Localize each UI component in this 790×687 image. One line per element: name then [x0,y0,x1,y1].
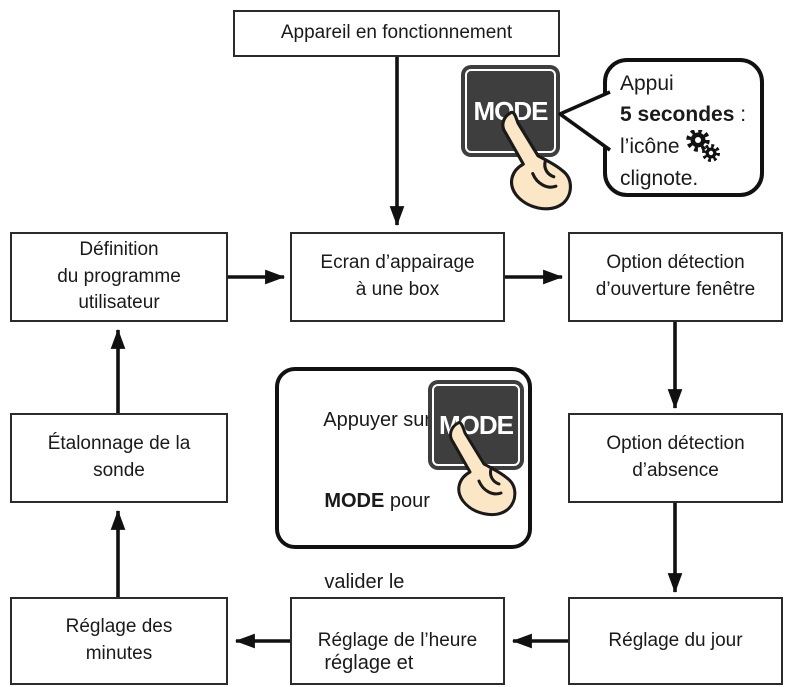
note-line-2: MODE pour [324,490,430,512]
node-label: Réglage du jour [608,629,743,651]
node-reglage-heure: Réglage de l’heure [290,597,505,685]
node-ecran-appairage-box: Ecran d’appairage à une box [290,232,505,322]
node-etalonnage-sonde: Étalonnage de la sonde [10,413,228,503]
node-label: Appareil en fonctionnement [280,22,513,44]
node-definition-programme-utilisateur: Définition du programme utilisateur [10,232,228,322]
mode-button-label: MODE [439,409,514,440]
node-label: Définition du programme utilisateur [57,238,181,314]
speech-bubble-appui-5-secondes: Appui 5 secondes : l’icône clignote. [603,58,764,197]
mode-button-illustration: MODE [428,380,524,470]
node-label: Option détection d’absence [606,433,745,481]
mode-button-label: MODE [473,95,549,126]
node-label: Ecran d’appairage à une box [320,252,475,300]
bubble-line-2: 5 secondes : [620,103,747,126]
note-appuyer-sur-mode: Appuyer sur MODE pour valider le réglage… [275,367,532,674]
node-option-detection-ouverture-fenetre: Option détection d’ouverture fenêtre [568,232,783,322]
bubble-line-1: Appui [620,72,674,95]
node-reglage-jour: Réglage du jour [568,597,783,685]
bubble-line-3: l’icône [620,130,750,163]
mode-button-illustration: MODE [461,65,560,157]
note-line-3: valider le [324,571,405,593]
node-appareil-en-fonctionnement: Appareil en fonctionnement [233,10,560,57]
node-label: Réglage de l’heure [317,629,478,651]
node-label: Étalonnage de la sonde [47,433,191,481]
note-line-4: réglage et [324,652,414,674]
bubble-line-4: clignote. [620,167,699,190]
node-option-detection-absence: Option détection d’absence [568,413,783,503]
node-reglage-minutes: Réglage des minutes [10,597,228,685]
node-label: Option détection d’ouverture fenêtre [595,252,756,300]
note-line-1: Appuyer sur [323,409,432,431]
node-label: Réglage des minutes [65,616,173,664]
gears-icon [685,130,720,162]
